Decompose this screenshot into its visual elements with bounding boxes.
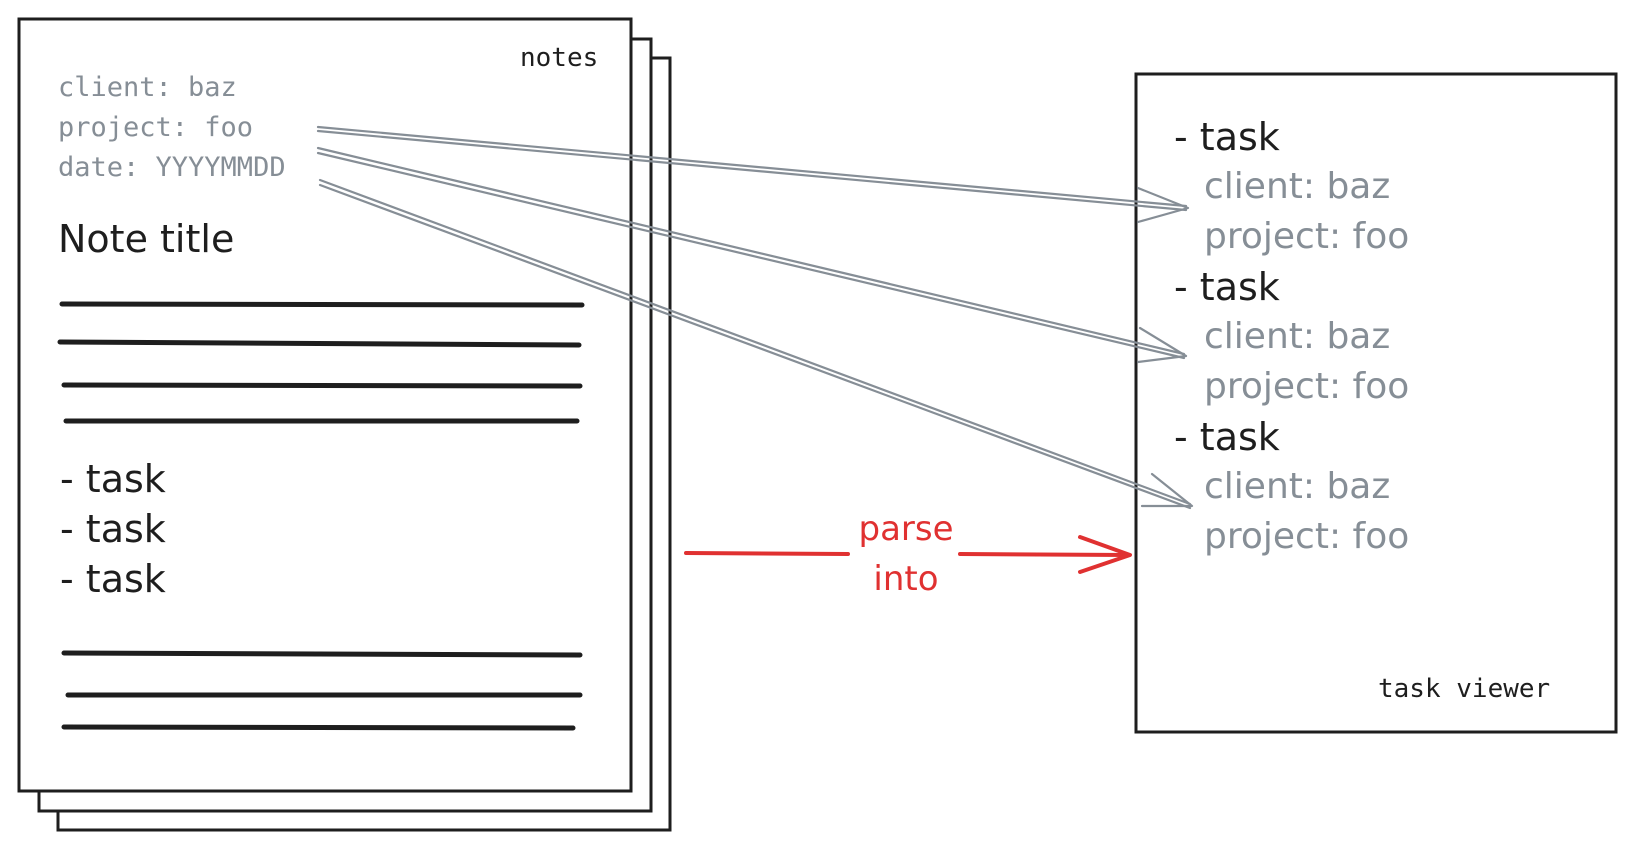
parse-arrow-right-shaft [958, 552, 1130, 557]
parse-arrow [684, 535, 1132, 574]
note-body-line [61, 382, 583, 389]
parse-arrow-left-shaft [684, 551, 850, 556]
into-label: into [873, 559, 938, 599]
arrow-date-to-task-3 [318, 178, 1194, 510]
note-title: Note title [58, 217, 234, 261]
parse-arrow-head [1078, 535, 1132, 574]
viewer-task-1: - task [1174, 115, 1280, 159]
viewer-client-1: client: baz [1204, 166, 1390, 207]
viewer-project-1: project: foo [1204, 216, 1409, 257]
note-body-lines-bottom [61, 650, 583, 731]
note-body-lines-top [57, 301, 585, 424]
notes-label: notes [520, 43, 598, 73]
note-meta-project: project: foo [58, 112, 253, 143]
parse-label: parse [858, 509, 953, 549]
viewer-project-3: project: foo [1204, 516, 1409, 557]
note-meta-client: client: baz [58, 72, 237, 103]
viewer-task-3: - task [1174, 415, 1280, 459]
note-body-line [61, 650, 583, 658]
note-task-3: - task [60, 557, 166, 601]
note-body-line [59, 301, 585, 308]
note-meta-date: date: YYYYMMDD [58, 152, 286, 183]
viewer-task-2: - task [1174, 265, 1280, 309]
task-viewer-panel [1134, 72, 1618, 734]
task-viewer-label: task viewer [1378, 674, 1550, 704]
note-body-line [61, 724, 576, 731]
viewer-client-2: client: baz [1204, 316, 1390, 357]
viewer-client-3: client: baz [1204, 466, 1390, 507]
arrow-project-to-task-1 [316, 125, 1190, 224]
note-body-line [57, 339, 582, 348]
note-task-2: - task [60, 507, 166, 551]
viewer-project-2: project: foo [1204, 366, 1409, 407]
note-task-1: - task [60, 457, 166, 501]
notes-stack [17, 17, 672, 832]
note-page-front [17, 17, 633, 793]
arrow-project-to-task-2 [316, 146, 1188, 364]
mapping-arrows [316, 125, 1194, 510]
